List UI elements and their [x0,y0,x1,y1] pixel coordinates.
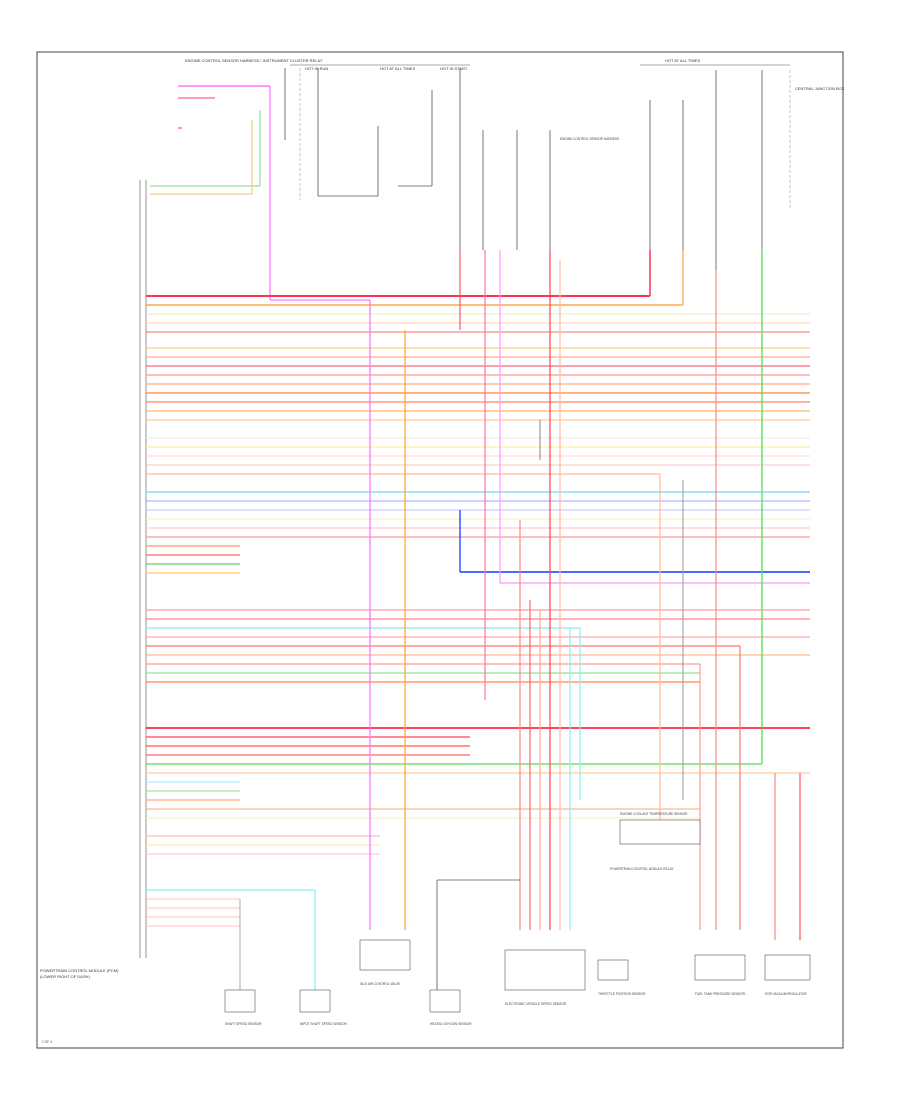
pcm-connector [139,180,147,958]
vss-box [429,989,461,1013]
label-c7: FUEL TANK PRESSURE SENSOR [695,992,746,996]
label-c4: HEATED OXYGEN SENSOR [430,1022,472,1026]
label-c10: POWERTRAIN CONTROL MODULE RELAY [610,867,674,871]
top-left-wires [150,85,271,300]
vertical-drops [239,250,801,1000]
pcm-title: POWERTRAIN CONTROL MODULE (PCM) [40,968,119,973]
label-c8: EGR VACUUM REGULATOR [765,992,807,996]
signal-wires [146,295,810,584]
lower-wires [146,609,810,927]
labels: ENGINE CONTROL SENSOR HARNESS / INSTRUME… [40,58,845,1044]
label-harness: ENGINE CONTROL SENSOR HARNESS / INSTRUME… [185,58,323,63]
label-c11: ENGINE CONTROL SENSOR HARNESS [560,137,619,141]
label-c5: ELECTRONIC VEHICLE SPEED SENSOR [505,1002,567,1006]
pcm-subtitle: (LOWER RIGHT OF DASH) [40,974,90,979]
label-hot-all: HOT AT ALL TIMES [665,58,700,63]
heated-oxygen-box [504,949,586,991]
fuel-tank-box [694,954,746,981]
components [224,819,811,1013]
speed-sensor-box [224,989,256,1013]
tps-box [597,959,629,981]
label-c1: SHAFT SPEED SENSOR [225,1022,262,1026]
label-c3: IDLE AIR CONTROL VALVE [360,982,400,986]
iac-valve-box [359,939,411,971]
footer-label: 1 OF 4 [42,1040,52,1044]
label-hot-run: HOT IN RUN [305,66,328,71]
label-hot-start: HOT AT ALL TIMES [380,66,415,71]
egr-box [764,954,811,981]
input-shaft-box [299,989,331,1013]
label-c9: ENGINE COOLANT TEMPERATURE SENSOR [620,812,688,816]
top-wiring [284,64,791,270]
diagram-frame [36,51,844,1049]
label-hot-start2: HOT IN START [440,66,468,71]
label-c2: INPUT SHAFT SPEED SENSOR [300,1022,348,1026]
coolant-sensor-box [619,819,701,845]
label-c6: THROTTLE POSITION SENSOR [598,992,646,996]
label-central: CENTRAL JUNCTION BOX [795,86,845,91]
